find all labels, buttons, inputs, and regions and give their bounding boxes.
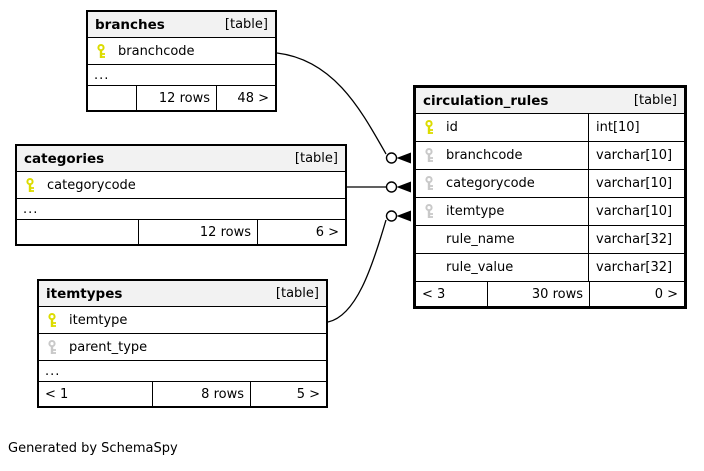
column-name: parent_type [69, 339, 148, 355]
column-name: branchcode [446, 148, 523, 163]
footer-children-count: < 3 [416, 282, 488, 306]
column-name: branchcode [118, 43, 195, 59]
column-row-branchcode[interactable]: branchcode [88, 38, 275, 65]
table-header[interactable]: circulation_rules [table] [416, 88, 684, 114]
arrowhead-icon [396, 210, 411, 222]
foreign-key-icon [424, 148, 446, 163]
column-type: varchar[10] [588, 170, 684, 197]
odot-endpoint-icon [385, 152, 398, 164]
table-badge: [table] [294, 151, 338, 166]
table-title: categories [24, 150, 105, 167]
column-name: rule_name [446, 232, 515, 247]
generated-by-note: Generated by SchemaSpy [8, 441, 178, 456]
more-columns-ellipsis: ... [39, 361, 326, 382]
footer-parents-count: 6 > [315, 224, 339, 240]
foreign-key-icon [424, 204, 446, 219]
column-row-itemtype[interactable]: itemtype [39, 307, 326, 334]
footer-row-count: 30 rows [488, 282, 590, 306]
column-row-rule-value[interactable]: rule_value varchar[32] [416, 254, 684, 282]
column-row-parent-type[interactable]: parent_type [39, 334, 326, 361]
table-itemtypes[interactable]: itemtypes [table] itemtype parent_type .… [37, 279, 328, 408]
footer-parents-count: 48 > [237, 90, 269, 106]
foreign-key-icon [424, 176, 446, 191]
footer-row-count: 12 rows [139, 220, 258, 244]
table-footer: < 1 8 rows 5 > [39, 382, 326, 406]
column-type: varchar[32] [588, 226, 684, 253]
table-badge: [table] [633, 93, 677, 108]
table-header[interactable]: categories [table] [17, 146, 345, 172]
column-type: varchar[10] [588, 142, 684, 169]
table-footer: 12 rows 48 > [88, 86, 275, 110]
table-badge: [table] [224, 17, 268, 32]
primary-key-icon [424, 120, 446, 135]
table-header[interactable]: itemtypes [table] [39, 281, 326, 307]
table-footer: < 3 30 rows 0 > [416, 282, 684, 306]
column-name: rule_value [446, 260, 514, 275]
primary-key-icon [47, 312, 69, 328]
footer-children-count: < 1 [39, 382, 153, 406]
column-name: id [446, 120, 458, 135]
column-row-categorycode[interactable]: categorycode [17, 172, 345, 199]
table-title: itemtypes [46, 285, 123, 302]
more-columns-ellipsis: ... [17, 199, 345, 220]
footer-parents-count: 5 > [296, 386, 320, 402]
arrowhead-icon [396, 152, 411, 164]
footer-children-count [17, 220, 139, 244]
table-footer: 12 rows 6 > [17, 220, 345, 244]
column-type: varchar[32] [588, 254, 684, 281]
more-columns-ellipsis: ... [88, 65, 275, 86]
column-row-rule-name[interactable]: rule_name varchar[32] [416, 226, 684, 254]
footer-row-count: 12 rows [137, 86, 217, 110]
foreign-key-icon [47, 339, 69, 355]
table-categories[interactable]: categories [table] categorycode ... 12 r… [15, 144, 347, 246]
odot-endpoint-icon [385, 181, 398, 193]
table-header[interactable]: branches [table] [88, 12, 275, 38]
table-branches[interactable]: branches [table] branchcode ... 12 rows … [86, 10, 277, 112]
footer-parents-count: 0 > [654, 286, 678, 302]
table-title: circulation_rules [423, 92, 549, 109]
footer-children-count [88, 86, 137, 110]
table-title: branches [95, 16, 165, 33]
column-row-categorycode[interactable]: categorycode varchar[10] [416, 170, 684, 198]
primary-key-icon [96, 43, 118, 59]
edge-branches-to-circulation-rules [276, 52, 387, 155]
footer-row-count: 8 rows [153, 382, 251, 406]
column-row-branchcode[interactable]: branchcode varchar[10] [416, 142, 684, 170]
primary-key-icon [25, 177, 47, 193]
column-name: categorycode [47, 177, 136, 193]
column-name: categorycode [446, 176, 535, 191]
column-type: int[10] [588, 114, 684, 141]
column-row-id[interactable]: id int[10] [416, 114, 684, 142]
column-row-itemtype[interactable]: itemtype varchar[10] [416, 198, 684, 226]
column-type: varchar[10] [588, 198, 684, 225]
table-badge: [table] [275, 286, 319, 301]
column-name: itemtype [446, 204, 505, 219]
table-circulation-rules[interactable]: circulation_rules [table] id int[10] bra… [413, 85, 687, 309]
arrowhead-icon [396, 181, 411, 193]
odot-endpoint-icon [385, 210, 398, 222]
column-name: itemtype [69, 312, 128, 328]
